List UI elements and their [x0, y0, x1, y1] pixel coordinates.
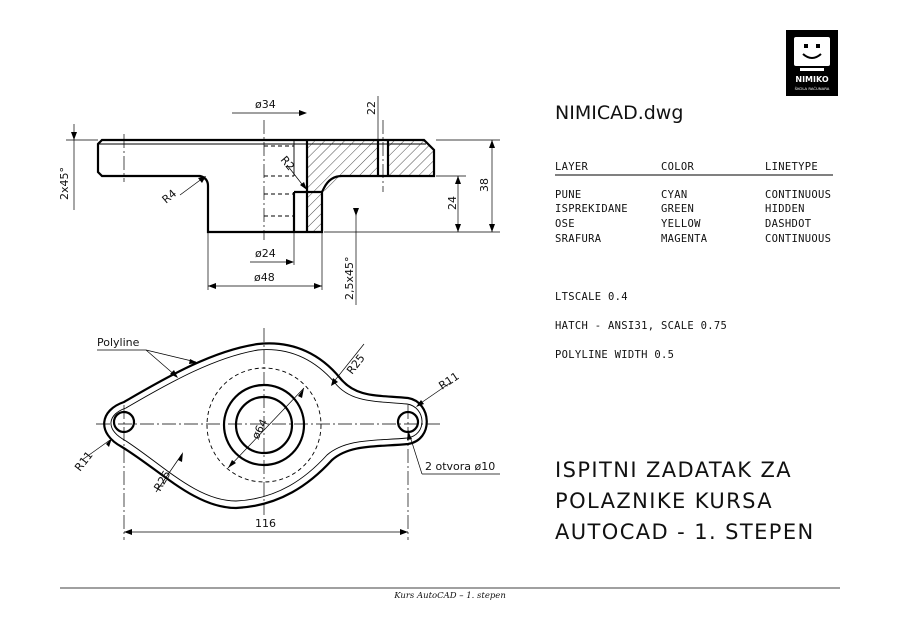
dim-38-arrow-bot [489, 224, 495, 232]
layer-row-1-layer: ISPREKIDANE [555, 203, 628, 215]
dim-24h-arrow-top [455, 176, 461, 184]
layer-row-3-color: MAGENTA [661, 233, 708, 245]
section-view: ø34 22 2x45° R2 R4 24 38 [58, 96, 500, 305]
setting-ltscale: LTSCALE 0.4 [555, 291, 628, 303]
layer-row-1-color: GREEN [661, 203, 694, 215]
layer-row-0-layer: PUNE [555, 189, 582, 201]
layer-row-2-layer: OSE [555, 218, 575, 230]
dim-24-height: 24 [446, 196, 459, 210]
dim-chamfer-2-arrow [71, 132, 77, 140]
layer-table-header-color: COLOR [661, 161, 694, 173]
layer-row-3-layer: SRAFURA [555, 233, 602, 245]
label-polyline: Polyline [97, 336, 140, 349]
dim-r4-leader [179, 177, 204, 196]
nimiko-logo: NIMIKO ŠKOLA RAČUNARA [786, 30, 838, 96]
setting-polyline-width: POLYLINE WIDTH 0.5 [555, 349, 674, 361]
dim-r11-right-arrow [416, 400, 424, 407]
dim-d24-dia: ø24 [255, 247, 276, 260]
big-title-line-1: ISPITNI ZADATAK ZA [555, 458, 792, 482]
logo-brand: NIMIKO [795, 75, 828, 84]
dim-d64: ø64 [249, 417, 270, 441]
dim-d34-arrow [299, 110, 307, 116]
setting-hatch: HATCH - ANSI31, SCALE 0.75 [555, 320, 727, 332]
dim-d64-arrow-bot [228, 460, 236, 468]
dim-r11-right-leader [417, 382, 451, 406]
dim-r25-top: R25 [344, 352, 368, 377]
dim-r11-right: R11 [436, 370, 461, 393]
layer-row-0-linetype: CONTINUOUS [765, 189, 831, 201]
dim-d48: ø48 [254, 271, 275, 284]
layer-row-1-linetype: HIDDEN [765, 203, 805, 215]
dim-r25-bottom-leader [155, 453, 183, 493]
dim-chamfer-25: 2,5x45° [343, 256, 356, 300]
polyline-arrow-2 [189, 359, 198, 364]
layer-row-2-color: YELLOW [661, 218, 701, 230]
dim-38-arrow-top [489, 140, 495, 148]
dim-r4-arrow [198, 176, 206, 183]
dim-chamfer-2: 2x45° [58, 167, 71, 200]
section-outline [96, 138, 436, 234]
big-title-line-2: POLAZNIKE KURSA [555, 489, 773, 513]
dim-holes-arrow [407, 432, 412, 440]
dim-d64-arrow-top [298, 388, 304, 398]
polyline-leader-1 [145, 349, 177, 377]
hatch-region-right [388, 140, 434, 176]
layer-row-2-linetype: DASHDOT [765, 218, 812, 230]
dim-r25-bottom-arrow [178, 452, 183, 462]
dim-d48-arrow-left [208, 283, 216, 289]
layer-row-0-color: CYAN [661, 189, 688, 201]
dim-r25-top-leader [331, 343, 365, 385]
smiley-icon [802, 44, 822, 59]
dim-116: 116 [255, 517, 276, 530]
dim-r25-top-arrow [331, 378, 338, 386]
dim-116-arrow-right [400, 529, 408, 535]
layer-table: LAYER COLOR LINETYPE PUNE CYAN CONTINUOU… [555, 161, 833, 245]
hatch-region-lower [307, 188, 330, 232]
polyline-inner [110, 349, 423, 502]
layer-row-3-linetype: CONTINUOUS [765, 233, 831, 245]
footer-text: Kurs AutoCAD – 1. stepen [393, 591, 506, 601]
dim-chamfer-25-arrow [353, 208, 359, 216]
plan-view: Polyline R25 R11 ø64 R11 R25 2 otvora ø1… [72, 328, 500, 540]
dim-24h-arrow-bot [455, 224, 461, 232]
dim-d48-arrow-right [314, 283, 322, 289]
dim-r11-left-leader [81, 439, 111, 461]
dim-r2-arrow [300, 182, 307, 190]
polyline-leader-2 [145, 349, 197, 363]
polyline-arrow-1 [170, 370, 178, 378]
big-title-line-3: AUTOCAD - 1. STEPEN [555, 520, 815, 544]
logo-tagline: ŠKOLA RAČUNARA [795, 86, 830, 91]
dim-holes: 2 otvora ø10 [425, 460, 495, 473]
layer-table-header-layer: LAYER [555, 161, 588, 173]
dim-38: 38 [478, 178, 491, 192]
dim-d64-line [227, 387, 305, 469]
dim-r4: R4 [160, 187, 180, 206]
hatch-region-upper [307, 140, 378, 188]
dim-d34: ø34 [255, 98, 276, 111]
dim-d24-arrow [286, 259, 294, 265]
dim-22: 22 [365, 101, 378, 115]
dim-r11-left-arrow [106, 438, 112, 447]
dim-116-arrow-left [124, 529, 132, 535]
layer-table-header-linetype: LINETYPE [765, 161, 818, 173]
file-title: NIMICAD.dwg [555, 102, 683, 124]
